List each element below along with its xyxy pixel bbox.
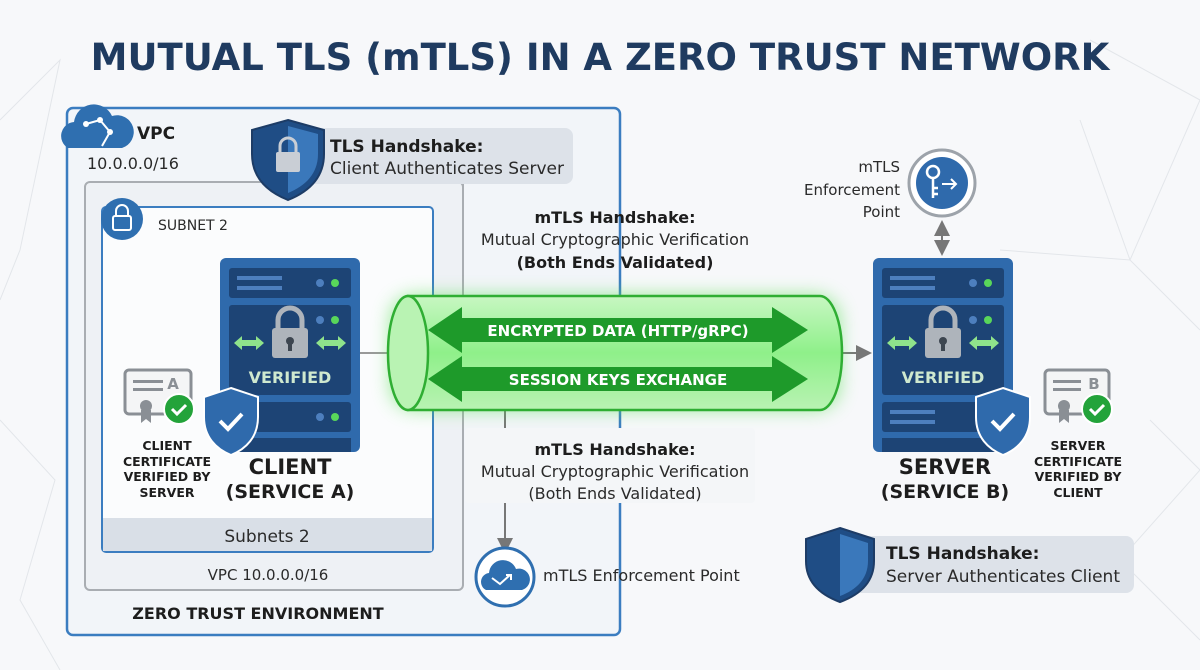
server-cert-caption: VERIFIED BY (1035, 469, 1123, 484)
enforcement-point-top-label: mTLS (858, 158, 900, 176)
client-server-icon (220, 258, 360, 452)
tls-client-callout (285, 128, 573, 184)
client-cert-caption: CLIENT (142, 438, 192, 453)
client-shield-check-icon (203, 386, 259, 457)
client-certificate-icon (123, 368, 195, 425)
tls-server-callout (850, 536, 1134, 593)
subnet-lock-icon (101, 198, 143, 240)
mtls-bottom-box (465, 428, 755, 503)
server-certificate-icon (1043, 368, 1113, 425)
client-service: (SERVICE A) (226, 481, 355, 503)
server-name: SERVER (899, 455, 991, 479)
client-cert-caption: VERIFIED BY (124, 469, 212, 484)
zero-trust-environment-label: ZERO TRUST ENVIRONMENT (132, 604, 383, 623)
server-service: (SERVICE B) (881, 481, 1009, 503)
encrypted-data-arrow (428, 307, 808, 353)
enforcement-cloud-icon (474, 546, 536, 608)
enforcement-point-top-label: Enforcement (804, 181, 900, 199)
mtls-bottom-title: mTLS Handshake: (534, 440, 695, 459)
client-cert-letter: A (167, 375, 179, 393)
shield-icon (805, 526, 875, 604)
client-cert-caption: CERTIFICATE (123, 454, 211, 469)
enforcement-point-bottom-label: mTLS Enforcement Point (543, 566, 740, 585)
vpc-footer-label: VPC 10.0.0.0/16 (208, 566, 329, 584)
tls-server-callout-text: Server Authenticates Client (886, 567, 1120, 587)
session-keys-arrow (428, 356, 808, 402)
vpc-cidr: 10.0.0.0/16 (87, 154, 179, 173)
enforcement-point-top-label: Point (863, 203, 900, 221)
mtls-top-line1: Mutual Cryptographic Verification (481, 230, 749, 249)
server-icon (873, 258, 1013, 452)
server-shield-check-icon (975, 386, 1031, 457)
subnet-label: SUBNET 2 (158, 218, 228, 234)
server-cert-caption: SERVER (1050, 438, 1105, 453)
client-cert-caption: SERVER (139, 485, 194, 500)
mtls-bottom-line2: (Both Ends Validated) (528, 484, 701, 503)
session-keys-label: SESSION KEYS EXCHANGE (509, 371, 727, 389)
client-name: CLIENT (249, 455, 333, 479)
subnet-footer-label: Subnets 2 (224, 527, 309, 547)
client-verified-label: VERIFIED (249, 368, 332, 387)
mtls-top-title: mTLS Handshake: (534, 208, 695, 227)
mtls-top-line2: (Both Ends Validated) (517, 253, 714, 272)
cloud-network-icon (61, 104, 134, 148)
subnet-footer-band (103, 518, 432, 551)
tls-client-callout-text: Client Authenticates Server (330, 159, 564, 179)
server-cert-caption: CLIENT (1053, 485, 1103, 500)
shield-lock-icon (251, 118, 325, 202)
page-title: MUTUAL TLS (mTLS) IN A ZERO TRUST NETWOR… (91, 36, 1111, 79)
mtls-bottom-line1: Mutual Cryptographic Verification (481, 462, 749, 481)
server-verified-label: VERIFIED (902, 368, 985, 387)
encrypted-data-label: ENCRYPTED DATA (HTTP/gRPC) (487, 322, 748, 340)
tls-client-callout-title: TLS Handshake: (330, 137, 483, 157)
tls-server-callout-title: TLS Handshake: (886, 544, 1039, 564)
server-cert-caption: CERTIFICATE (1034, 454, 1122, 469)
server-cert-letter: B (1088, 375, 1099, 393)
vpc-label: VPC (137, 124, 175, 144)
key-enforcement-icon (907, 148, 977, 218)
background-network-lines (0, 39, 1200, 670)
